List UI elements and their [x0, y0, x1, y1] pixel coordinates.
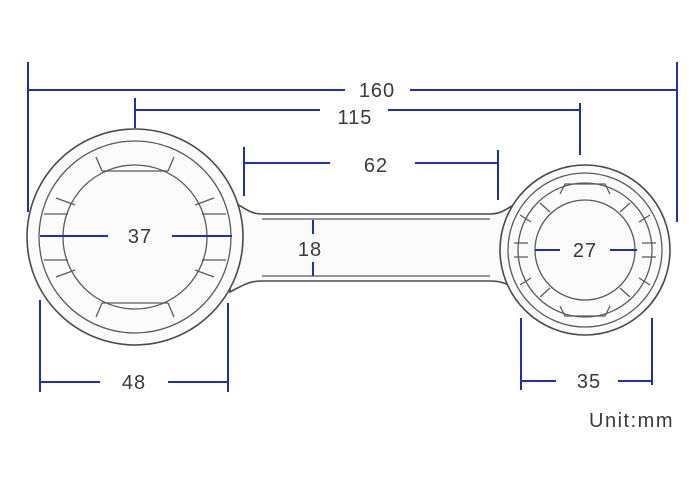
wrench-outline: [26, 128, 671, 346]
label-small-outer: 35: [577, 371, 601, 393]
dimension-center-distance: 115: [134, 98, 581, 155]
large-ring-outer: [26, 128, 244, 346]
label-center-distance: 115: [338, 107, 373, 129]
label-large-outer: 48: [122, 372, 146, 394]
dimension-handle-width: 18: [298, 220, 322, 276]
label-handle-width: 18: [298, 239, 322, 261]
small-ring-inner: [507, 172, 663, 328]
large-ring-lugs: [44, 156, 226, 318]
label-large-inner: 37: [128, 226, 152, 248]
small-ring-lugs: [514, 183, 656, 317]
small-ring-outer: [499, 164, 671, 336]
dimension-small-inner: 27: [535, 240, 637, 262]
unit-label: Unit:mm: [589, 410, 674, 432]
label-handle-length: 62: [364, 155, 388, 177]
dimension-overall-length: 160: [27, 62, 678, 222]
label-small-inner: 27: [573, 240, 597, 262]
dimension-handle-length: 62: [243, 147, 499, 200]
dimension-small-outer: 35: [520, 318, 653, 393]
small-ring-mid: [517, 182, 653, 318]
dimension-large-inner: 37: [40, 226, 232, 248]
label-overall-length: 160: [359, 80, 395, 102]
handle-body: [229, 198, 516, 294]
dimension-large-outer: 48: [39, 300, 229, 394]
